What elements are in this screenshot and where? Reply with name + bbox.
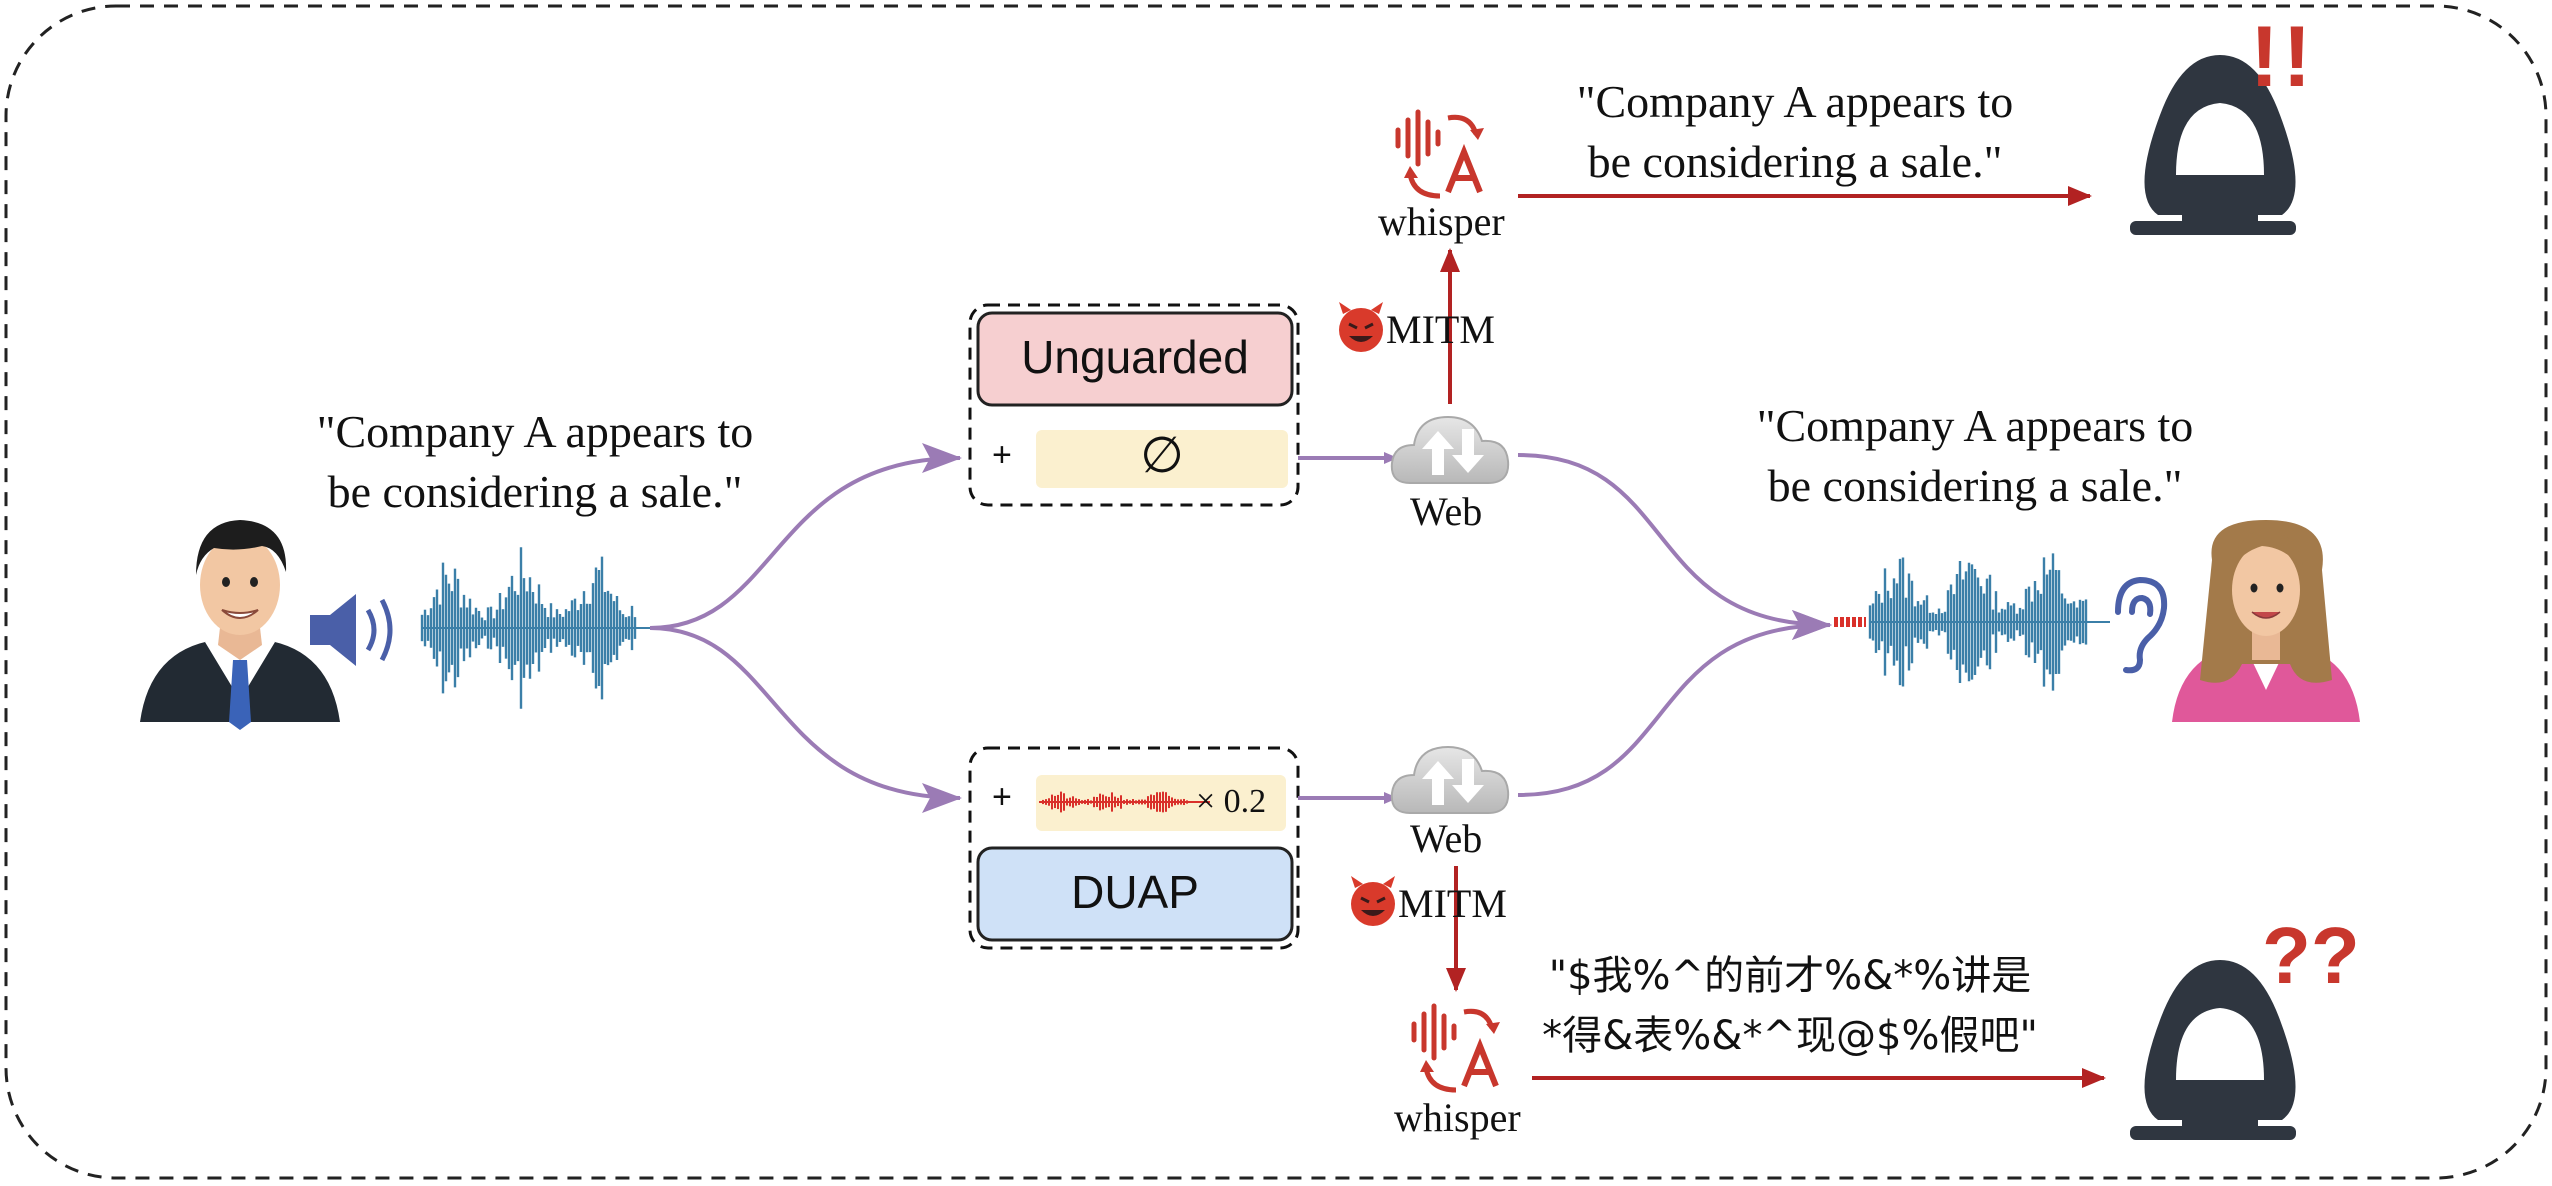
alert-marks: !! xyxy=(2250,9,2316,105)
speaker-quote: "Company A appears to be considering a s… xyxy=(240,402,830,522)
confused-marks: ?? xyxy=(2262,911,2360,1000)
duap-label: DUAP xyxy=(1071,866,1199,918)
listener-avatar xyxy=(2172,520,2360,722)
devil-icon-bottom xyxy=(1351,876,1395,926)
whisper-icon-top xyxy=(1395,109,1484,199)
mitm-label-top: MITM xyxy=(1386,307,1495,352)
perturbation-waveform xyxy=(1039,791,1210,813)
plus-sign-duap: + xyxy=(992,778,1012,816)
speaker-icon xyxy=(310,594,393,666)
plus-sign-unguarded: + xyxy=(992,436,1012,474)
whisper-label-bottom: whisper xyxy=(1394,1095,1521,1140)
null-symbol: ∅ xyxy=(1140,426,1184,484)
attacker-bottom-quote-line-2: *得&表%&*^现@$%假吧" xyxy=(1542,1013,2038,1059)
whisper-icon-bottom xyxy=(1411,1003,1500,1093)
web-cloud-bottom xyxy=(1390,745,1510,814)
web-label-top: Web xyxy=(1410,489,1483,534)
devil-icon-top xyxy=(1339,302,1383,352)
attacker-icon-top xyxy=(2130,55,2296,235)
branch-curve-top xyxy=(649,443,962,630)
attacker-top-quote: "Company A appears to be considering a s… xyxy=(1500,72,2090,192)
branch-curve-bottom xyxy=(649,626,962,813)
input-waveform xyxy=(420,547,660,709)
speaker-quote-line-1: "Company A appears to xyxy=(316,406,754,457)
ear-icon xyxy=(2115,576,2168,674)
duap-group-frame xyxy=(968,746,1300,950)
received-waveform xyxy=(1868,553,2110,691)
attacker-top-quote-line-1: "Company A appears to xyxy=(1576,76,2014,127)
attacker-bottom-quote: "$我%^的前才%&*%讲是 *得&表%&*^现@$%假吧" xyxy=(1500,946,2080,1066)
null-noise-strip xyxy=(1036,430,1288,488)
speaker-quote-line-2: be considering a sale." xyxy=(327,466,743,517)
unguarded-group-frame xyxy=(968,303,1300,507)
listener-quote-line-2: be considering a sale." xyxy=(1767,460,2183,511)
attacker-icon-bottom xyxy=(2130,960,2296,1140)
web-to-listener-curve-bottom xyxy=(1517,610,1832,797)
attacker-bottom-quote-line-1: "$我%^的前才%&*%讲是 xyxy=(1548,953,2032,999)
outer-frame xyxy=(4,4,2548,1180)
mitm-label-bottom: MITM xyxy=(1398,881,1507,926)
web-cloud-top xyxy=(1390,415,1510,484)
listener-quote-line-1: "Company A appears to xyxy=(1756,400,2194,451)
listener-quote: "Company A appears to be considering a s… xyxy=(1680,396,2270,516)
scale-factor: × 0.2 xyxy=(1196,783,1267,820)
web-label-bottom: Web xyxy=(1410,816,1483,861)
web-to-listener-curve-top xyxy=(1517,453,1832,640)
duap-box xyxy=(976,846,1294,942)
unguarded-label: Unguarded xyxy=(1021,331,1249,383)
whisper-label-top: whisper xyxy=(1378,199,1505,244)
attacker-top-quote-line-2: be considering a sale." xyxy=(1587,136,2003,187)
speaker-avatar xyxy=(140,520,340,730)
unguarded-box xyxy=(976,311,1294,407)
